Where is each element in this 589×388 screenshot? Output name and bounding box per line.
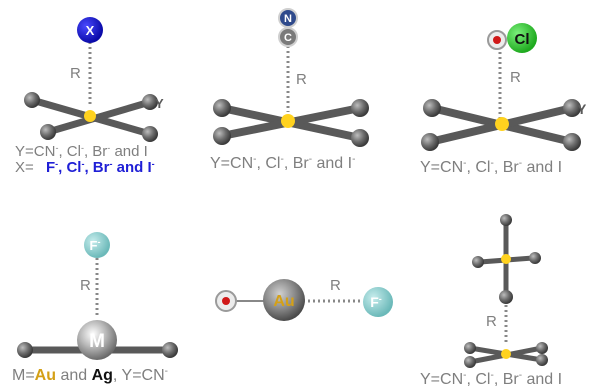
- y-label: Y: [155, 96, 164, 111]
- x-definition: X= F-, Cl-, Br- and I-: [15, 159, 155, 176]
- panel-3: Cl R Y Y=CN-, Cl-, Br- and I: [420, 23, 587, 176]
- ligand-ball: [142, 126, 158, 142]
- r-label: R: [70, 65, 81, 82]
- metal-center: [281, 114, 295, 128]
- m-definition: M=Au and Ag, Y=CN-: [12, 366, 168, 384]
- ligand-ball: [563, 133, 581, 151]
- ligand-ball: [529, 252, 541, 264]
- cl-atom-label: Cl: [515, 31, 530, 48]
- f-atom: [363, 287, 393, 317]
- y-label: Y: [577, 101, 587, 117]
- o-atom-red-dot: [493, 36, 501, 44]
- metal-center: [501, 254, 511, 264]
- ligand-ball: [351, 129, 369, 147]
- f-atom-label: F-: [90, 237, 101, 253]
- ligand-ball: [536, 354, 548, 366]
- ligand-ball: [464, 356, 476, 368]
- au-atom: [263, 279, 305, 321]
- ligand-ball: [213, 127, 231, 145]
- ligand-ball: [213, 99, 231, 117]
- r-label: R: [330, 277, 341, 294]
- metal-center: [495, 117, 509, 131]
- r-label: R: [80, 277, 91, 294]
- ligand-ball: [421, 133, 439, 151]
- metal-center: [501, 349, 511, 359]
- f-atom: [84, 232, 110, 258]
- o-atom-red-dot: [222, 297, 230, 305]
- c-atom: [278, 27, 298, 47]
- y-definition: Y=CN-, Cl-, Br- and I-: [210, 154, 355, 172]
- y-ligand-ball: [142, 94, 158, 110]
- y-definition: Y=CN-, Cl-, Br- and I: [420, 158, 562, 176]
- au-atom-label: Au: [273, 293, 294, 310]
- y-definition: Y=CN-, Cl-, Br- and I: [15, 143, 148, 160]
- c-atom-label: C: [284, 32, 292, 44]
- panel-5: Au R F-: [215, 277, 393, 321]
- y-ligand-ball: [563, 99, 581, 117]
- ligand-ball: [536, 342, 548, 354]
- ligand-ball: [351, 99, 369, 117]
- n-atom-label: N: [284, 13, 292, 25]
- panel-2: N C R Y=CN-, Cl-, Br- and I-: [210, 8, 369, 172]
- ligand-ball: [162, 342, 178, 358]
- ligand-ball: [500, 214, 512, 226]
- ligand-ball: [40, 124, 56, 140]
- x-atom-label: X: [86, 23, 95, 38]
- r-label: R: [486, 313, 497, 330]
- m-atom-label: M: [89, 331, 105, 352]
- m-atom: [77, 320, 117, 360]
- panel-6: R Y=CN-, Cl-, Br- and I: [420, 214, 562, 388]
- r-label: R: [296, 71, 307, 88]
- r-label: R: [510, 69, 521, 86]
- x-atom: [77, 17, 103, 43]
- ligand-ball: [464, 342, 476, 354]
- ligand-ball: [472, 256, 484, 268]
- ligand-ball: [24, 92, 40, 108]
- ligand-ball: [499, 290, 513, 304]
- y-definition: Y=CN-, Cl-, Br- and I: [420, 370, 562, 388]
- ligand-ball: [17, 342, 33, 358]
- f-atom-label: F-: [370, 294, 382, 310]
- panel-4: F- R M M=Au and Ag, Y=CN-: [12, 232, 178, 384]
- panel-1: X R Y Y=CN-, Cl-, Br- and I X= F-, Cl-, …: [15, 17, 164, 176]
- cl-atom: [507, 23, 537, 53]
- metal-center: [84, 110, 96, 122]
- ligand-ball: [423, 99, 441, 117]
